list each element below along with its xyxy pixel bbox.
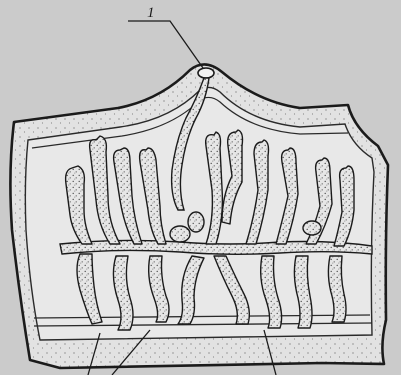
nipple-opening [198,68,214,78]
callout-label-1: 1 [147,5,155,21]
